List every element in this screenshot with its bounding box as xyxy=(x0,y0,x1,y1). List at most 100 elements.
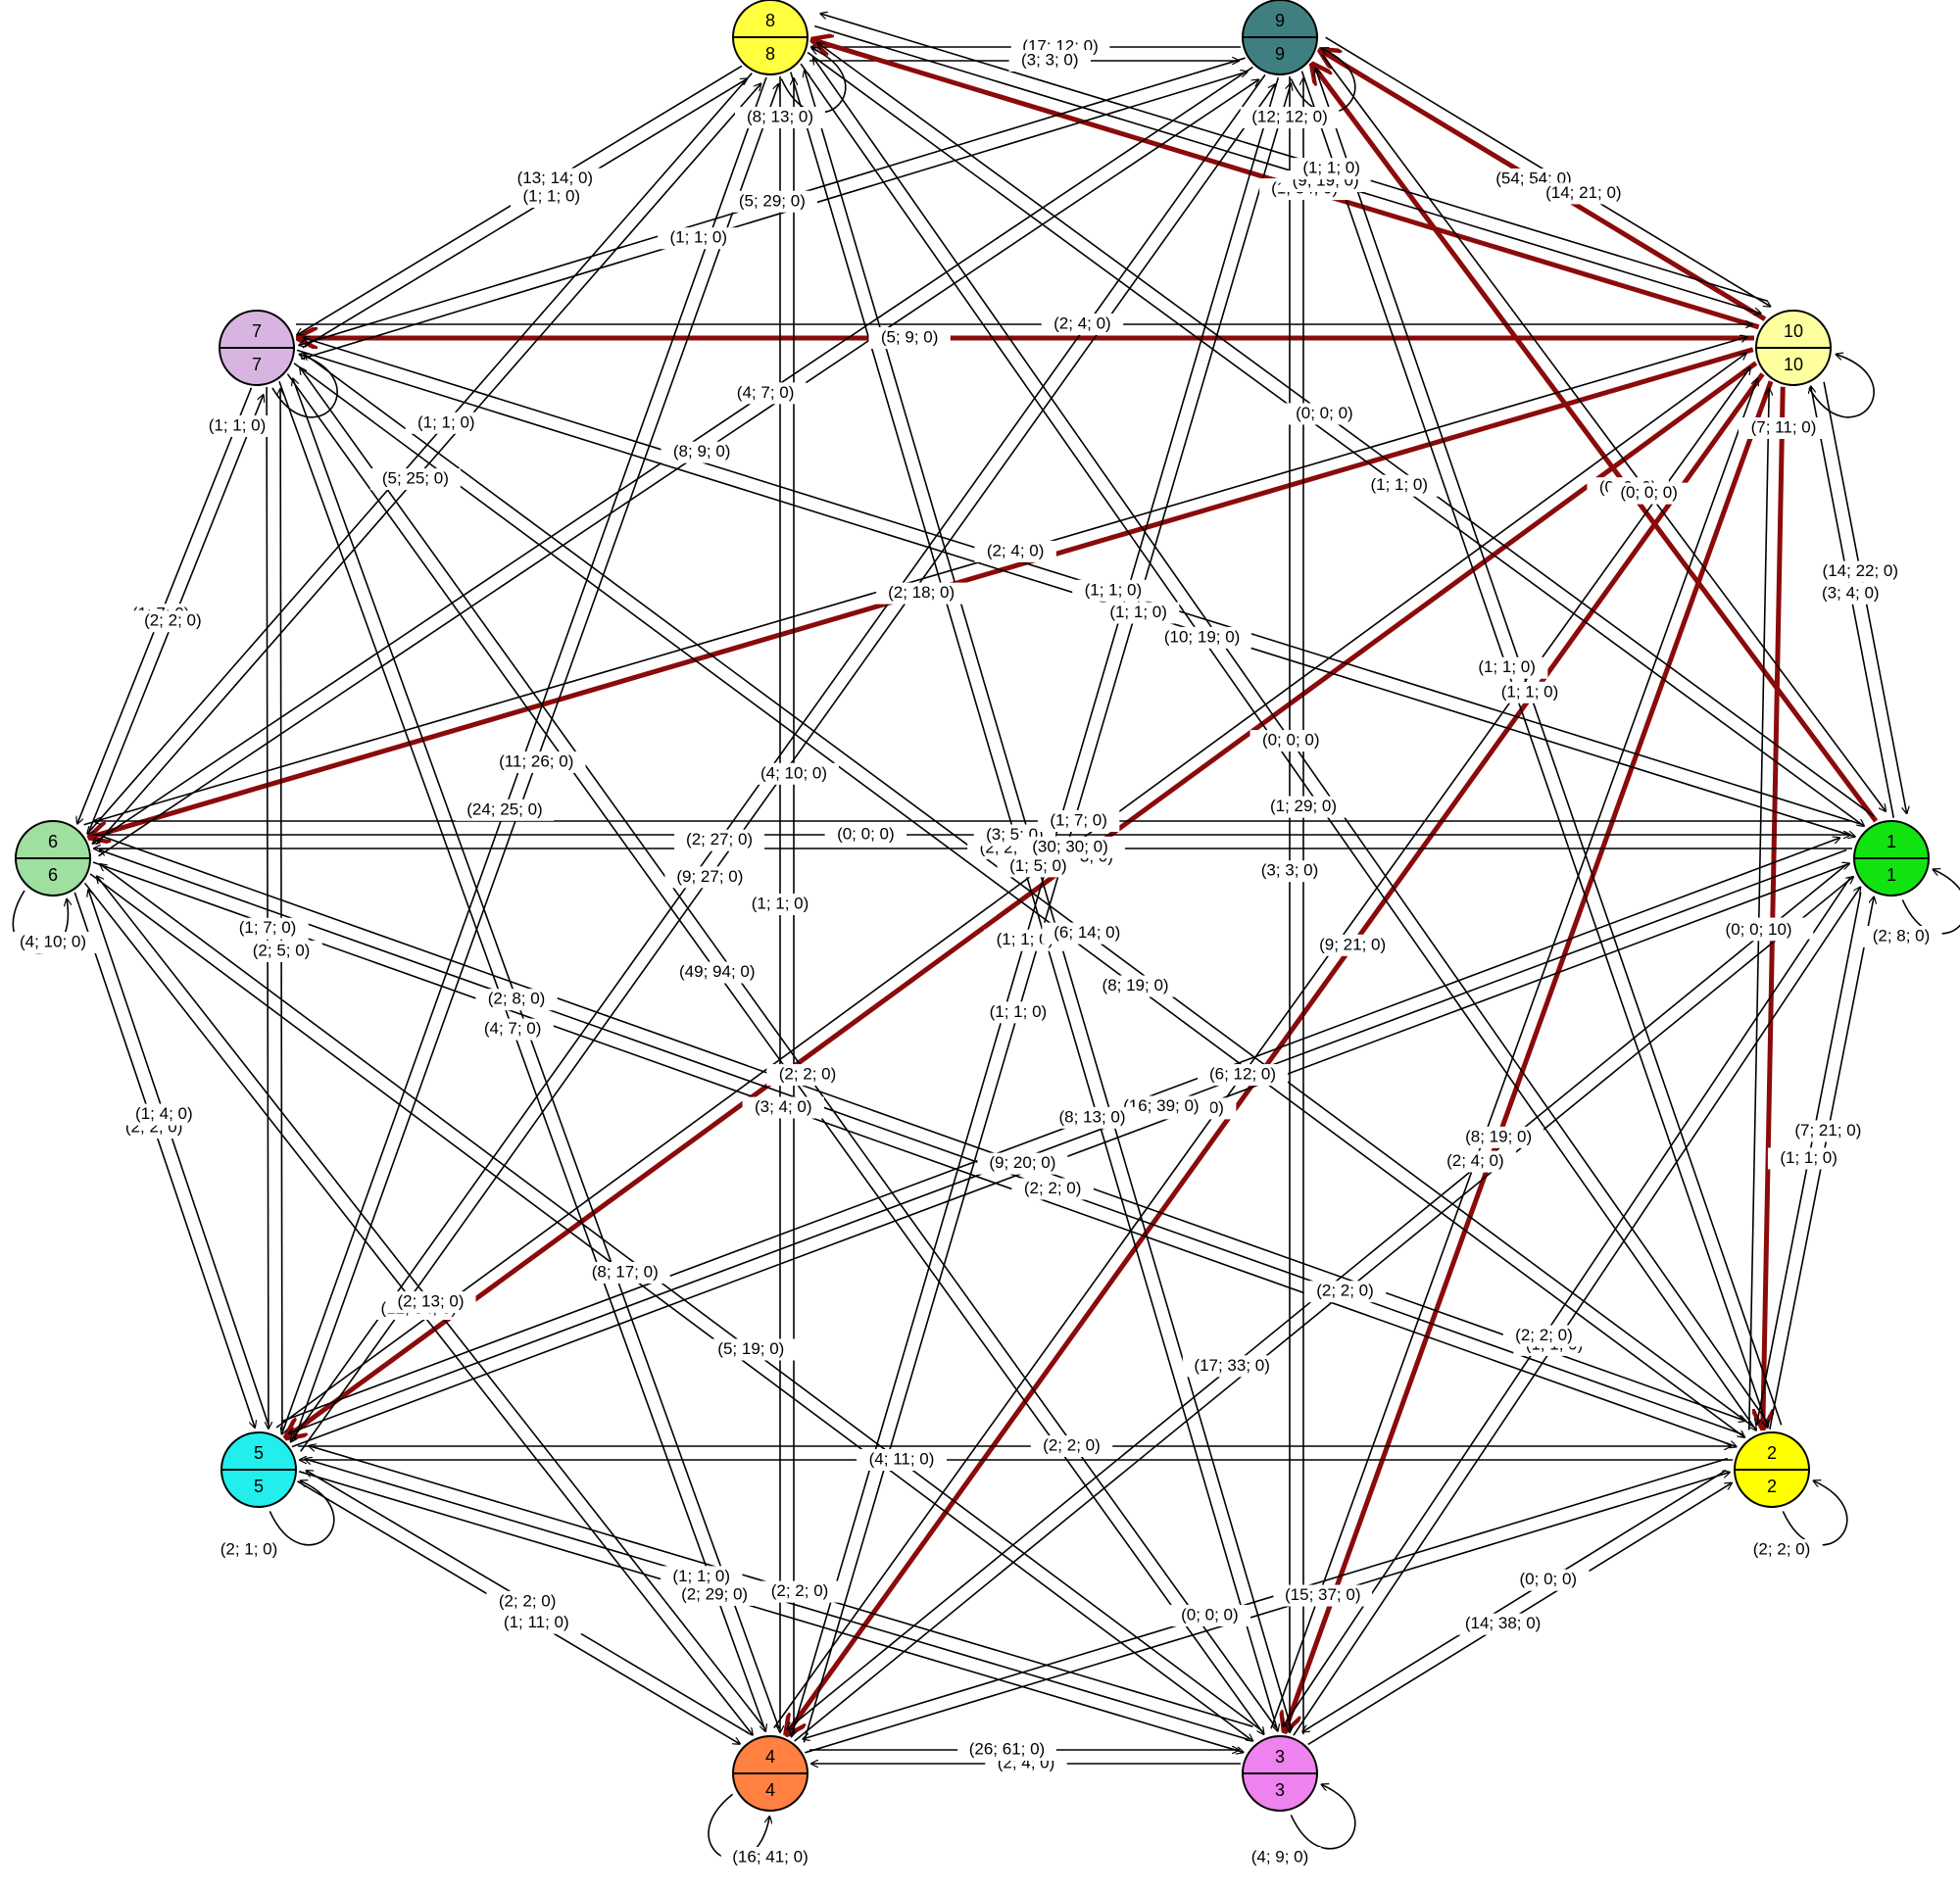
edge-label-3-to-5-text: (1; 1; 0) xyxy=(672,1567,730,1585)
edge-2-to-4 xyxy=(803,1457,1728,1739)
node-1-bottom-label: 1 xyxy=(1886,865,1896,885)
edge-label-7-to-2-text: (8; 19; 0) xyxy=(1102,976,1169,994)
edge-label-2-to-7-text: (6; 14; 0) xyxy=(1054,923,1120,942)
edge-10-to-3-highlighted xyxy=(1285,380,1774,1731)
edge-3-to-1 xyxy=(1293,887,1860,1736)
edge-label-2-to-8: (0; 0; 0) xyxy=(1250,730,1332,752)
edge-label-5-to-3-bg xyxy=(669,1583,760,1606)
edge-10-to-4-highlighted xyxy=(786,372,1765,1734)
edge-7-to-3 xyxy=(286,373,1263,1734)
edge-label-5-to-7-text: (2; 5; 0) xyxy=(253,941,311,959)
edge-label-9-to-2-text: (1; 1; 0) xyxy=(1478,657,1536,676)
edge-label-6-to-7-text: (2; 2; 0) xyxy=(144,611,202,630)
edge-label-6-to-3: (8; 17; 0) xyxy=(579,1261,670,1284)
edge-label-2-to-10-text: (0; 0; 10) xyxy=(1726,920,1792,939)
edge-label-10-to-3-bg xyxy=(1453,1126,1544,1148)
self-loop-5 xyxy=(269,1480,335,1546)
edge-label-7-to-10: (2; 4; 0) xyxy=(1041,314,1124,335)
edge-label-10-to-3: (8; 19; 0) xyxy=(1453,1126,1544,1148)
edge-label-2-to-9-bg xyxy=(1489,681,1571,703)
edge-label-5-to-6-text: (1; 4; 0) xyxy=(135,1104,193,1123)
edge-2-to-9 xyxy=(1315,69,1783,1426)
edge-label-8-to-9-bg xyxy=(1008,50,1091,72)
self-loop-label-5-text: (2; 1; 0) xyxy=(220,1539,278,1558)
node-8[interactable]: 88 xyxy=(732,0,808,75)
self-loop-label-10: (7; 11; 0) xyxy=(1739,417,1829,439)
node-10-top-label: 10 xyxy=(1784,321,1803,341)
edge-label-1-to-2-bg xyxy=(1767,1147,1850,1170)
edge-label-10-to-1: (14; 22; 0) xyxy=(1811,560,1910,583)
self-loop-label-5: (2; 1; 0) xyxy=(208,1539,290,1561)
edge-label-6-to-1-text: (0; 0; 0) xyxy=(837,824,895,843)
edge-label-4-to-9: (1; 1; 0) xyxy=(977,1001,1059,1024)
edge-label-8-to-7-text: (13; 14; 0) xyxy=(517,169,594,187)
node-1[interactable]: 11 xyxy=(1853,820,1930,897)
node-2[interactable]: 22 xyxy=(1734,1431,1810,1508)
edge-label-9-to-5: (2; 27; 0) xyxy=(674,829,765,851)
edge-label-5-to-10-text: (30; 30; 0) xyxy=(1032,837,1108,855)
edge-label-1-to-3: (2; 2; 0) xyxy=(1502,1325,1586,1347)
edge-label-7-to-3: (49; 94; 0) xyxy=(667,961,767,984)
node-7[interactable]: 77 xyxy=(219,310,295,386)
node-3[interactable]: 33 xyxy=(1242,1735,1318,1812)
node-7-top-label: 7 xyxy=(252,321,262,341)
edge-2-to-6 xyxy=(100,849,1743,1435)
edge-label-1-to-6-bg xyxy=(1037,810,1120,832)
edge-label-5-to-2: (2; 2; 0) xyxy=(1030,1435,1113,1457)
edge-label-4-to-1-text: (2; 2; 0) xyxy=(1316,1282,1374,1300)
edge-label-3-to-10-text: (2; 4; 0) xyxy=(1446,1151,1504,1170)
self-loop-label-8: (8; 13; 0) xyxy=(735,107,825,128)
edge-label-1-to-7-bg xyxy=(1072,579,1154,602)
edge-label-8-to-5-bg xyxy=(455,799,555,821)
node-5-top-label: 5 xyxy=(254,1443,264,1463)
self-loop-label-6-bg xyxy=(8,932,98,953)
edge-label-8-to-1: (1; 1; 0) xyxy=(1358,474,1441,497)
edge-label-6-to-10: (2; 4; 0) xyxy=(974,540,1056,562)
edge-label-9-to-2-bg xyxy=(1465,656,1548,679)
self-loop-7 xyxy=(271,355,338,418)
node-6[interactable]: 66 xyxy=(15,820,91,897)
edge-label-2-to-8-text: (0; 0; 0) xyxy=(1262,731,1320,750)
edge-label-9-to-5-bg xyxy=(674,829,765,851)
edge-7-to-9 xyxy=(301,72,1248,361)
self-loop-label-2-bg xyxy=(1740,1539,1823,1561)
edge-label-2-to-1-text: (7; 21; 0) xyxy=(1794,1121,1861,1139)
edge-label-4-to-5-text: (2; 2; 0) xyxy=(499,1591,557,1610)
node-4[interactable]: 44 xyxy=(732,1735,808,1812)
edge-label-9-to-7-text: (5; 29; 0) xyxy=(739,191,806,210)
edge-5-to-7 xyxy=(280,389,282,1430)
edge-label-1-to-8-text: (0; 0; 0) xyxy=(1296,404,1353,422)
edge-label-2-to-4: (0; 0; 0) xyxy=(1168,1604,1251,1626)
edge-label-3-to-2-bg xyxy=(1453,1613,1552,1635)
edge-label-4-to-3-text: (26; 61; 0) xyxy=(969,1739,1046,1758)
edge-label-4-to-1: (2; 2; 0) xyxy=(1303,1281,1387,1303)
node-2-top-label: 2 xyxy=(1767,1443,1777,1463)
edge-label-8-to-4-bg xyxy=(739,894,821,915)
edge-label-2-to-3: (0; 0; 0) xyxy=(1507,1569,1590,1591)
edge-6-to-8 xyxy=(95,83,760,846)
node-9[interactable]: 99 xyxy=(1242,0,1318,75)
edge-label-1-to-10-bg xyxy=(1809,582,1892,605)
node-5[interactable]: 55 xyxy=(220,1431,297,1508)
edge-6-to-9 xyxy=(98,79,1259,857)
edge-label-3-to-9-text: (1; 29; 0) xyxy=(1270,797,1337,815)
edge-label-9-to-6-text: (4; 7; 0) xyxy=(737,383,795,402)
edge-label-4-to-10-text: (6; 12; 0) xyxy=(1209,1065,1276,1084)
edge-label-10-to-6-text: (2; 18; 0) xyxy=(888,583,955,602)
edge-label-6-to-2-bg xyxy=(977,1152,1068,1175)
edge-label-10-to-7-text: (5; 9; 0) xyxy=(881,327,939,346)
edge-label-7-to-1: (1; 1; 0) xyxy=(1097,602,1180,624)
edge-8-to-6 xyxy=(87,73,753,834)
edge-label-10-to-3-text: (8; 19; 0) xyxy=(1465,1127,1532,1145)
edge-label-3-to-7-text: (2; 2; 0) xyxy=(779,1065,837,1084)
edge-6-to-2 xyxy=(102,835,1745,1422)
edge-label-7-to-9-bg xyxy=(658,227,740,250)
edge-label-7-to-8-bg xyxy=(511,186,593,209)
edge-label-6-to-3-text: (8; 17; 0) xyxy=(592,1262,659,1281)
edge-label-1-to-2-text: (1; 1; 0) xyxy=(1780,1148,1838,1167)
edges-layer xyxy=(74,14,1906,1764)
edge-label-9-to-1: (0; 0; 0) xyxy=(1607,482,1690,505)
edge-4-to-10 xyxy=(773,367,1750,1728)
